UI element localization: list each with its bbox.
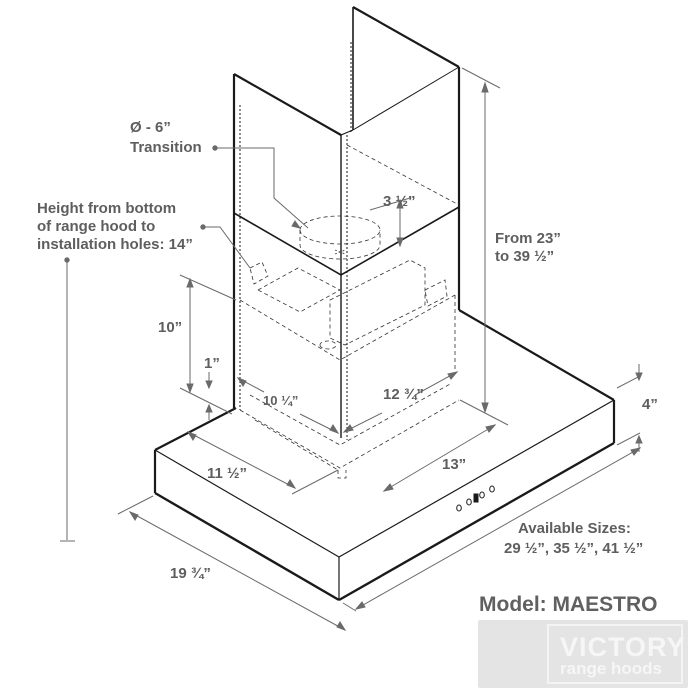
duct-diameter-label: Ø - 6” <box>130 119 171 136</box>
brand-tagline: range hoods <box>560 659 663 678</box>
motor-height-dimension: 10” <box>158 319 183 336</box>
chimney-front-offset-dimension: 13” <box>442 456 467 473</box>
duct-transition-label: Transition <box>130 139 202 156</box>
bottom-gap-dimension: 1” <box>204 355 220 372</box>
brand-logo-frame <box>547 624 683 684</box>
chimney-width-dimension: 10 ¼” <box>263 393 299 408</box>
install-height-label-line1: Height from bottom <box>37 200 177 217</box>
available-sizes-title: Available Sizes: <box>518 520 631 537</box>
control-button <box>489 485 495 493</box>
control-display <box>473 493 479 503</box>
duct-offset-dimension: 3 ½” <box>383 193 416 210</box>
hood-thickness-dimension: 4” <box>642 396 658 413</box>
hood-depth-dimension: 19 ¾” <box>170 565 211 582</box>
brand-name: VICTORY <box>560 632 686 662</box>
chimney-height-label-line1: From 23” <box>495 230 561 247</box>
control-panel <box>456 485 495 512</box>
install-height-label-line3: installation holes: 14” <box>37 236 193 253</box>
model-label: Model: MAESTRO <box>479 593 658 616</box>
control-button <box>479 491 485 499</box>
chimney-side-offset-dimension: 11 ½” <box>207 465 248 482</box>
control-button <box>456 504 462 512</box>
chimney-height-label-line2: to 39 ½” <box>495 248 555 265</box>
brand-logo <box>478 620 688 688</box>
control-button <box>466 498 472 506</box>
chimney-depth-dimension: 12 ¾” <box>383 386 424 403</box>
install-height-label-line2: of range hood to <box>37 218 156 235</box>
available-sizes-values: 29 ½”, 35 ½”, 41 ½” <box>504 540 644 557</box>
dimension-lines <box>60 67 643 631</box>
chimney <box>232 6 461 438</box>
